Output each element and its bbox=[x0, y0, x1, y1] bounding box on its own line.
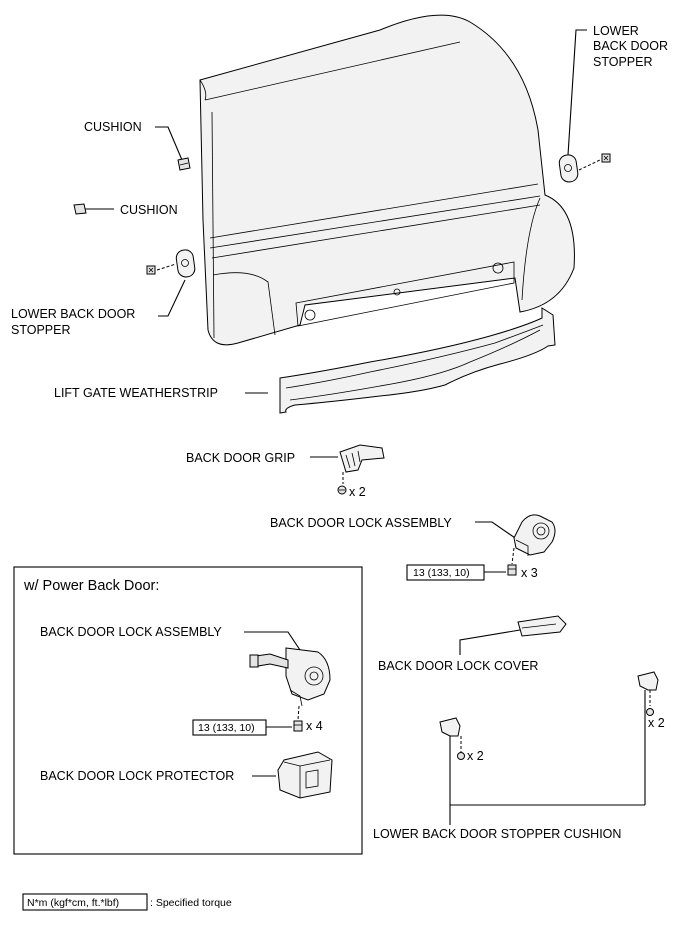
svg-text:13 (133, 10): 13 (133, 10) bbox=[413, 567, 470, 579]
svg-text:N*m (kgf*cm, ft.*lbf): N*m (kgf*cm, ft.*lbf) bbox=[27, 897, 119, 909]
svg-text:LOWER BACK DOOR STOPPER CUSHIO: LOWER BACK DOOR STOPPER CUSHION bbox=[373, 827, 621, 841]
screw-icon bbox=[646, 708, 654, 716]
svg-text:STOPPER: STOPPER bbox=[11, 323, 71, 337]
lower-back-door-stopper-cushion: x 2 x 2 LOWER BACK DOOR STOPPER CUSHION bbox=[373, 671, 665, 841]
svg-text:w/ Power Back Door:: w/ Power Back Door: bbox=[23, 578, 159, 594]
back-door-lock-assembly: BACK DOOR LOCK ASSEMBLY x 3 13 (133, 10) bbox=[270, 514, 556, 581]
screw-icon bbox=[337, 485, 347, 495]
svg-text:BACK DOOR LOCK COVER: BACK DOOR LOCK COVER bbox=[378, 659, 538, 673]
stopper-cushion-right: x 2 bbox=[637, 671, 665, 805]
screw-icon bbox=[457, 752, 465, 760]
svg-text:CUSHION: CUSHION bbox=[120, 203, 178, 217]
svg-text:x 2: x 2 bbox=[648, 716, 665, 730]
svg-text:13 (133, 10): 13 (133, 10) bbox=[198, 722, 255, 734]
svg-text:LOWER: LOWER bbox=[593, 24, 639, 38]
bolt-icon bbox=[601, 153, 611, 163]
svg-text:CUSHION: CUSHION bbox=[84, 120, 142, 134]
power-lock-assembly-part bbox=[249, 647, 331, 707]
cushion-icon bbox=[73, 203, 87, 215]
cushion-icon bbox=[177, 157, 191, 171]
svg-text:BACK DOOR GRIP: BACK DOOR GRIP bbox=[186, 451, 295, 465]
svg-text:: Specified torque: : Specified torque bbox=[150, 897, 232, 909]
svg-text:BACK DOOR LOCK ASSEMBLY: BACK DOOR LOCK ASSEMBLY bbox=[40, 625, 222, 639]
svg-text:x 3: x 3 bbox=[521, 566, 538, 580]
svg-text:LIFT GATE WEATHERSTRIP: LIFT GATE WEATHERSTRIP bbox=[54, 386, 218, 400]
power-back-door-section: w/ Power Back Door: BACK DOOR LOCK ASSEM… bbox=[13, 566, 363, 855]
back-door-panel bbox=[199, 14, 575, 346]
cushion-1: CUSHION bbox=[84, 120, 191, 171]
svg-text:x 2: x 2 bbox=[349, 485, 366, 499]
back-door-grip: BACK DOOR GRIP x 2 bbox=[186, 444, 385, 499]
svg-text:BACK DOOR: BACK DOOR bbox=[593, 39, 668, 53]
svg-text:LOWER BACK DOOR: LOWER BACK DOOR bbox=[11, 307, 135, 321]
bolt-icon bbox=[507, 564, 517, 576]
svg-text:STOPPER: STOPPER bbox=[593, 55, 653, 69]
torque-legend: N*m (kgf*cm, ft.*lbf) : Specified torque bbox=[22, 893, 232, 911]
lower-back-door-stopper-right: LOWER BACK DOOR STOPPER bbox=[558, 24, 668, 183]
stopper-cushion-left: x 2 bbox=[439, 717, 484, 825]
bolt-icon bbox=[146, 265, 156, 275]
svg-text:x 4: x 4 bbox=[306, 719, 323, 733]
bolt-icon bbox=[293, 720, 303, 732]
cushion-2: CUSHION bbox=[73, 203, 178, 217]
lower-back-door-stopper-left: LOWER BACK DOOR STOPPER bbox=[11, 249, 196, 337]
back-door-lock-cover: BACK DOOR LOCK COVER bbox=[378, 615, 567, 673]
lock-protector-part bbox=[277, 751, 333, 799]
svg-text:BACK DOOR LOCK PROTECTOR: BACK DOOR LOCK PROTECTOR bbox=[40, 769, 234, 783]
svg-text:BACK DOOR LOCK ASSEMBLY: BACK DOOR LOCK ASSEMBLY bbox=[270, 516, 452, 530]
svg-text:x 2: x 2 bbox=[467, 749, 484, 763]
lift-gate-weatherstrip: LIFT GATE WEATHERSTRIP bbox=[54, 307, 556, 414]
